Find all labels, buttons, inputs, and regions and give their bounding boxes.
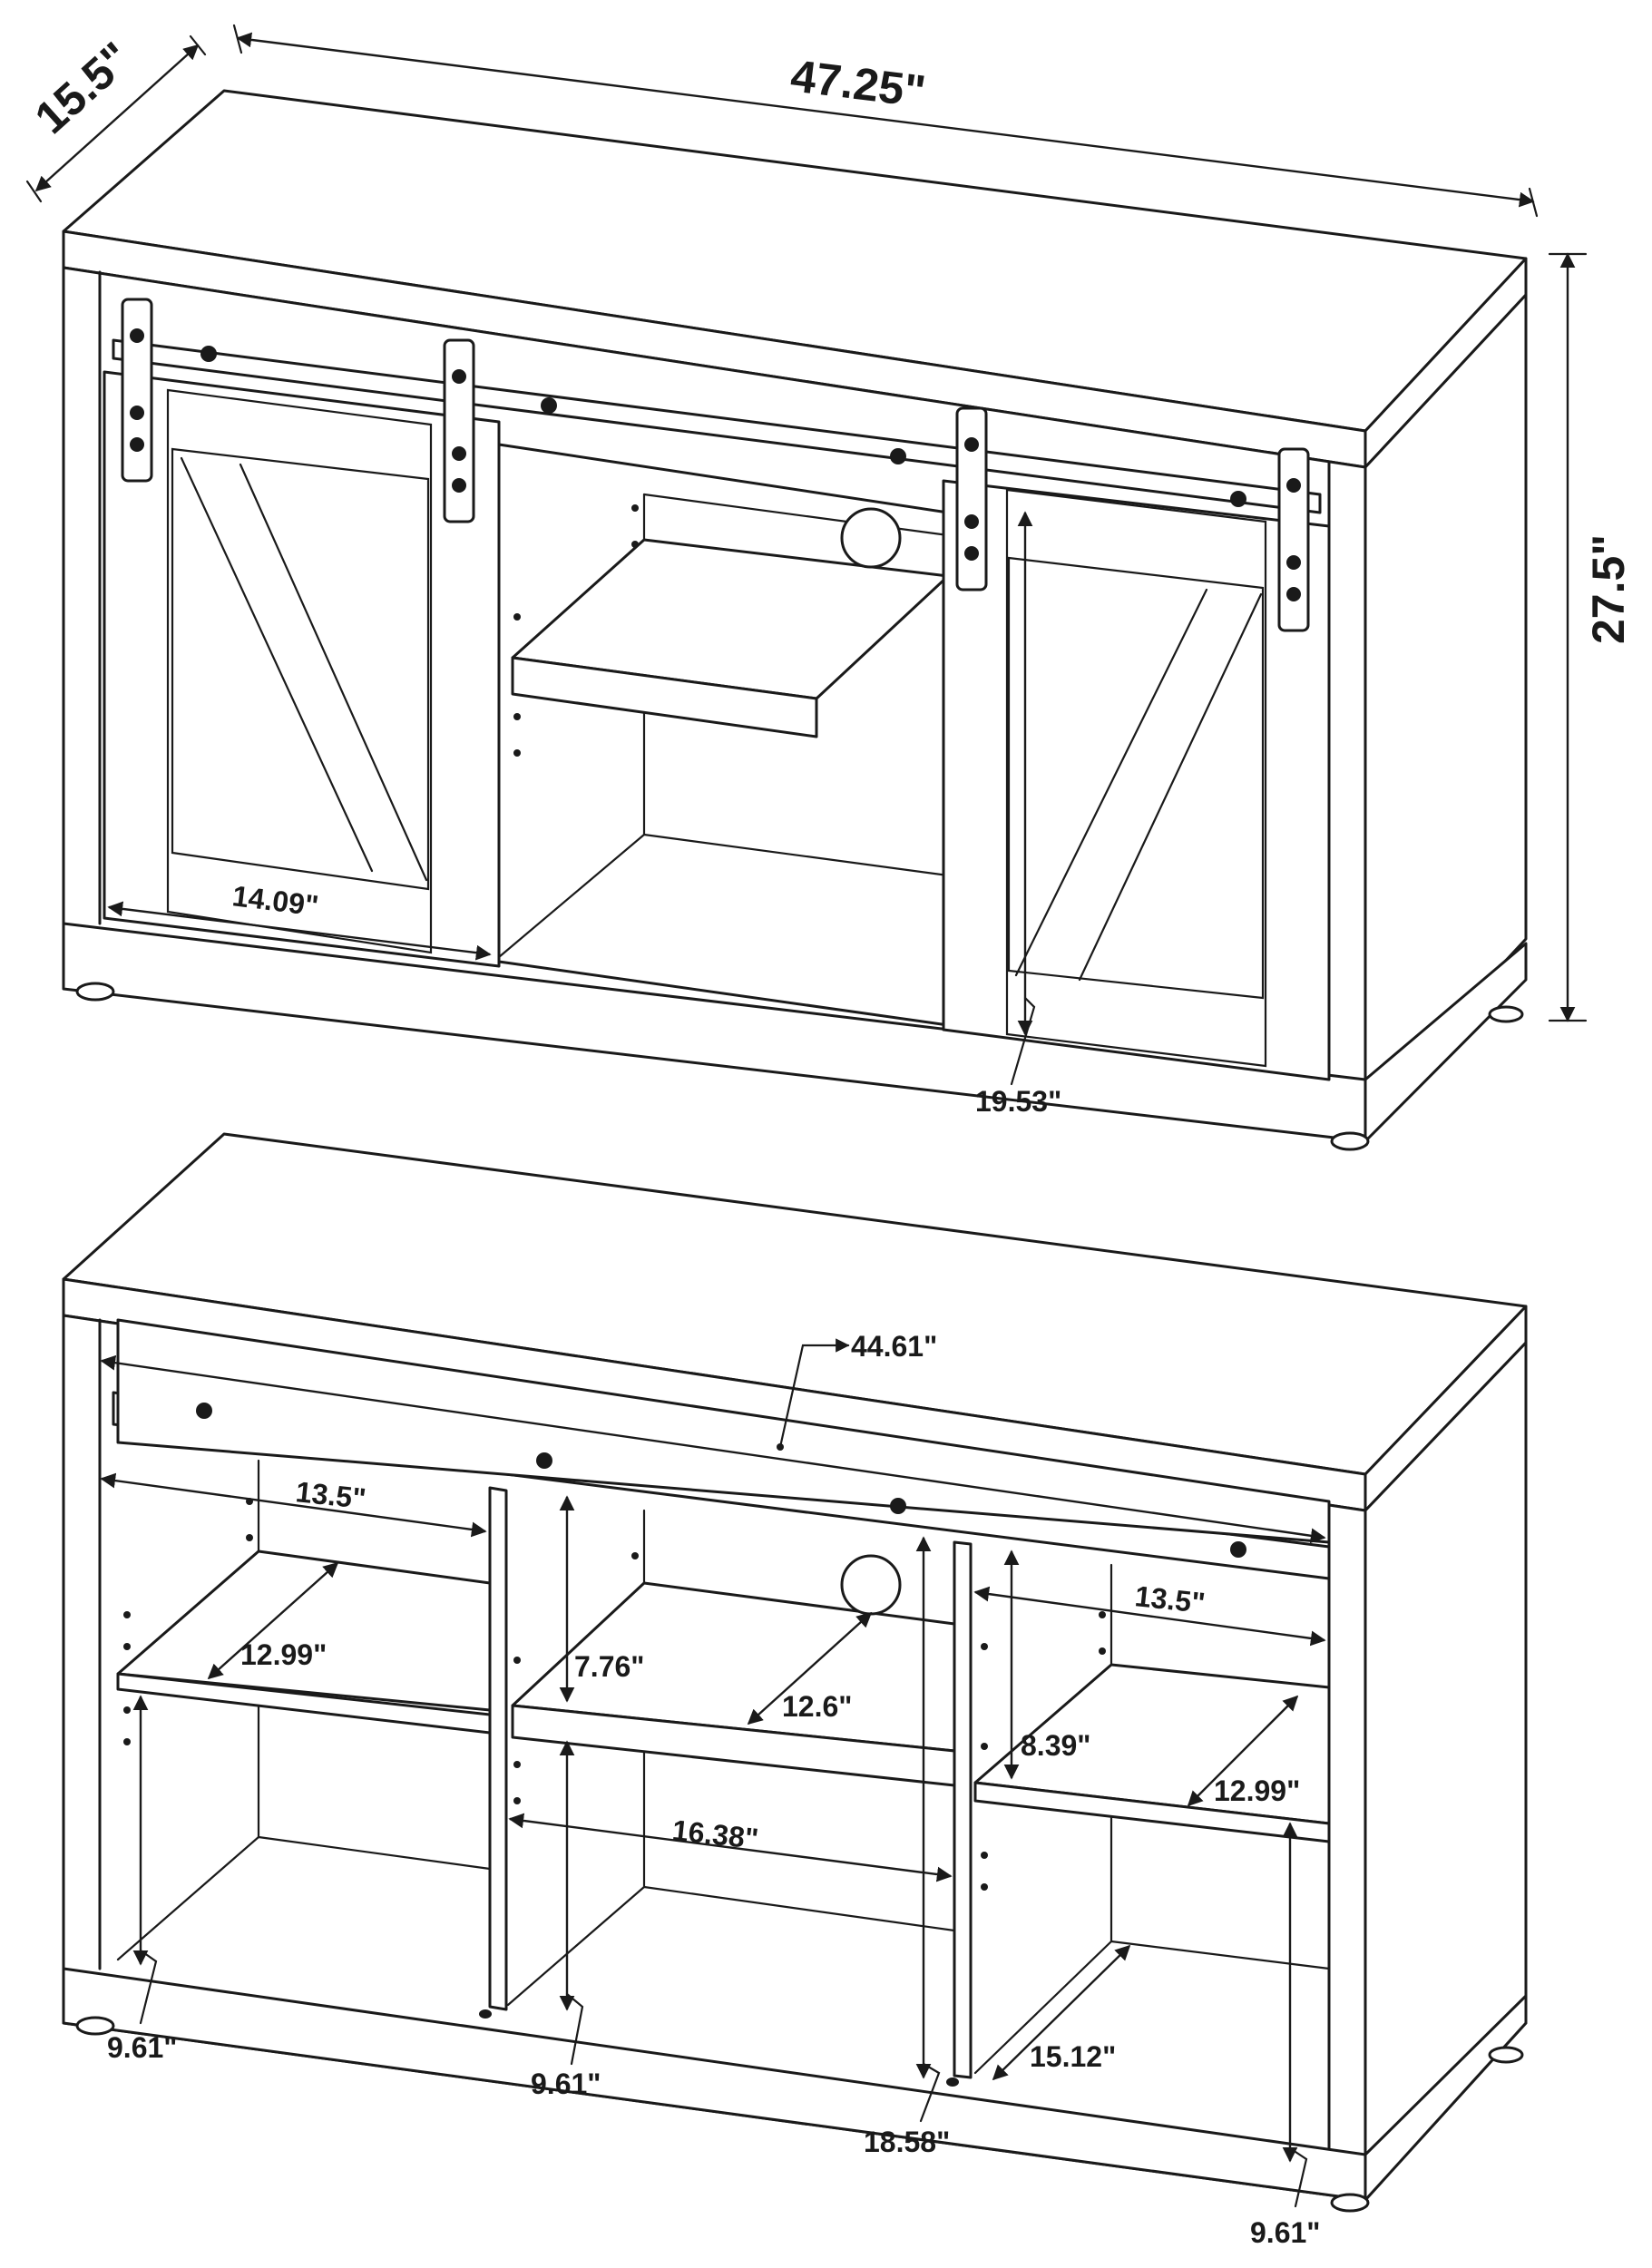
dim-inner-width-leader: [778, 1338, 850, 1449]
dim-bottom-depth-label: 15.12": [1030, 2040, 1116, 2073]
front-left-door-brace-a: [180, 456, 374, 873]
dim-door-width-line: [107, 901, 492, 961]
dim-center-full-height-leader: [919, 2062, 941, 2123]
open-foot-left: [75, 2016, 115, 2036]
dim-right-lower-height-leader: [1288, 2146, 1308, 2208]
open-view-cabinet: [62, 1132, 1528, 2213]
dim-inner-width-label: 44.61": [851, 1330, 937, 1363]
open-right-shelf-edge: [973, 1781, 1331, 1843]
dim-right-lower-height-label: 9.61": [1250, 2216, 1320, 2249]
dim-right-upper-height-label: 8.39": [1021, 1729, 1090, 1762]
dim-right-top-width-label: 13.5": [1133, 1579, 1207, 1619]
dim-right-shelf-depth-label: 12.99": [1214, 1774, 1300, 1807]
dim-inner-width-line: [100, 1354, 1326, 1544]
front-right-door-brace-b: [1014, 588, 1208, 977]
dim-center-lower-height-label: 9.61": [531, 2068, 601, 2100]
front-foot-back: [1488, 1005, 1524, 1023]
front-right-door-brace-a: [1078, 592, 1263, 982]
dim-bottom-depth-line: [992, 1944, 1131, 2081]
dim-center-full-height-label: 18.58": [864, 2126, 950, 2158]
open-left-divider: [488, 1486, 508, 2011]
front-left-door: [103, 370, 501, 968]
dim-left-top-width-label: 13.5": [294, 1475, 367, 1515]
front-right-door-frame: [1005, 488, 1267, 1068]
front-right-door-panel: [1007, 556, 1265, 1000]
open-left-shelf-edge: [116, 1672, 492, 1735]
front-barn-rail: [112, 338, 1322, 514]
front-left-door-panel: [171, 447, 430, 891]
dim-right-top-width-line: [973, 1586, 1326, 1647]
open-cable-hole: [840, 1554, 902, 1616]
dim-height-label: 27.5": [1583, 534, 1634, 644]
dim-left-shelf-depth-label: 12.99": [240, 1638, 327, 1671]
front-view-cabinet: [62, 89, 1528, 1151]
open-foot-back: [1488, 2046, 1524, 2064]
open-center-shelf-edge: [511, 1704, 956, 1787]
front-right-door: [942, 479, 1331, 1081]
dim-depth-line: [34, 44, 200, 192]
front-plinth-side: [1364, 942, 1528, 1143]
dim-door-height-leader: [1010, 996, 1036, 1086]
open-plinth-side: [1364, 1994, 1528, 2202]
dim-center-lower-height-leader: [565, 1992, 584, 2066]
front-center-shelf-edge: [511, 656, 818, 738]
front-left-door-brace-b: [239, 463, 428, 882]
front-center-floor-back: [642, 833, 950, 877]
front-cable-hole: [840, 507, 902, 569]
front-foot-left: [75, 982, 115, 1002]
dim-center-shelf-depth-label: 12.6": [782, 1690, 852, 1723]
dim-left-lower-height-leader: [139, 1949, 158, 2025]
front-foot-right: [1330, 1131, 1370, 1151]
open-foot-right: [1330, 2193, 1370, 2213]
dim-right-shelf-depth-line: [1187, 1695, 1299, 1807]
dim-width-line: [236, 32, 1535, 208]
dim-center-shelf-depth-line: [747, 1611, 873, 1725]
dim-center-width-line: [508, 1813, 953, 1882]
dim-left-lower-height-label: 9.61": [107, 2031, 177, 2064]
dim-depth-label: 15.5": [25, 33, 141, 144]
dim-width-label: 47.25": [788, 50, 929, 117]
dim-door-height-label: 19.53": [975, 1085, 1061, 1118]
open-view-dimensions: 44.61" 13.5" 13.5" 12.99" 7.76" 12.6" 8.…: [100, 1330, 1326, 2249]
dim-center-upper-height-label: 7.76": [574, 1650, 644, 1683]
dim-left-top-width-line: [100, 1472, 487, 1538]
dim-left-shelf-depth-line: [207, 1561, 339, 1680]
open-right-divider: [953, 1540, 973, 2079]
front-center-floor-diag: [497, 833, 646, 959]
